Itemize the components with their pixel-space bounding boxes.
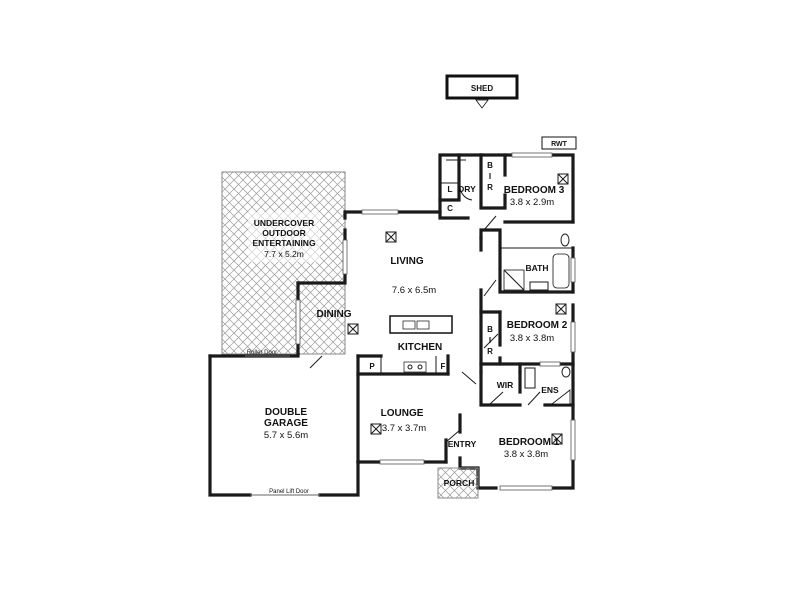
bir2-r: R — [487, 347, 493, 356]
bedroom1-label: BEDROOM 1 — [499, 437, 560, 448]
bedroom2-label: BEDROOM 2 — [507, 320, 568, 331]
undercover-outdoor-area: UNDERCOVER OUTDOOR ENTERTAINING 7.7 x 5.… — [221, 171, 346, 355]
garage-label-1: DOUBLE — [265, 407, 308, 418]
bedroom2-dimensions: 3.8 x 3.8m — [510, 333, 554, 344]
laundry-label: L — [447, 184, 452, 194]
panel-lift-door-label: Panel Lift Door — [269, 489, 309, 495]
shed: SHED — [445, 74, 519, 109]
fixtures — [245, 173, 571, 496]
rainwater-tank: RWT — [541, 136, 577, 150]
toilet-icon — [560, 233, 570, 247]
ceiling-light-icon — [385, 231, 397, 243]
interior-walls — [356, 153, 575, 499]
bir3-i: I — [489, 172, 491, 181]
bathtub-icon — [552, 253, 570, 289]
garage-label-2: GARAGE — [264, 418, 308, 429]
kitchen-label: KITCHEN — [398, 342, 442, 353]
rwt-label: RWT — [551, 141, 568, 148]
bir3-b: B — [487, 161, 493, 170]
bir2-b: B — [487, 325, 493, 334]
ceiling-light-icon — [555, 303, 567, 315]
bedroom3-label: BEDROOM 3 — [504, 185, 565, 196]
bath-label: BATH — [526, 263, 549, 273]
bedroom1-dimensions: 3.8 x 3.8m — [504, 449, 548, 460]
undercover-label-1: UNDERCOVER — [254, 218, 314, 228]
dryer-label: DRY — [458, 184, 476, 194]
ensuite-shower-icon — [550, 389, 571, 405]
pantry-label: P — [369, 362, 375, 371]
bedroom3-dimensions: 3.8 x 2.9m — [510, 197, 554, 208]
bir3-r: R — [487, 183, 493, 192]
lounge-label: LOUNGE — [381, 408, 424, 419]
dining-label: DINING — [317, 309, 352, 320]
ensuite-vanity-icon — [524, 367, 536, 389]
sink-icon — [402, 320, 416, 330]
ceiling-light-icon — [551, 433, 563, 445]
bir2-i: I — [489, 336, 491, 345]
doors — [309, 159, 541, 443]
garage-dimensions: 5.7 x 5.6m — [264, 430, 308, 441]
ens-label: ENS — [541, 385, 559, 395]
windows — [295, 152, 576, 491]
shed-label: SHED — [471, 84, 493, 93]
ceiling-light-icon — [347, 323, 359, 335]
living-dimensions: 7.6 x 6.5m — [392, 285, 436, 296]
porch-label: PORCH — [444, 478, 475, 488]
fridge-label: F — [441, 362, 446, 371]
undercover-label-3: ENTERTAINING — [252, 238, 316, 248]
cooktop-icon — [403, 361, 427, 373]
undercover-dimensions: 7.7 x 5.2m — [264, 249, 304, 259]
room-labels: LIVING 7.6 x 6.5m DINING KITCHEN P F DOU… — [247, 161, 568, 495]
ensuite-toilet-icon — [561, 366, 571, 378]
ceiling-light-icon — [557, 173, 569, 185]
living-label: LIVING — [390, 256, 424, 267]
entry-label: ENTRY — [448, 439, 477, 449]
roller-door-label: Roller Door — [247, 350, 277, 356]
laundry-cupboard-label: C — [447, 204, 453, 213]
lounge-dimensions: 3.7 x 3.7m — [382, 423, 426, 434]
undercover-label-2: OUTDOOR — [262, 228, 305, 238]
ceiling-light-icon — [370, 423, 382, 435]
wir-label: WIR — [497, 380, 514, 390]
vanity-icon — [529, 281, 549, 291]
